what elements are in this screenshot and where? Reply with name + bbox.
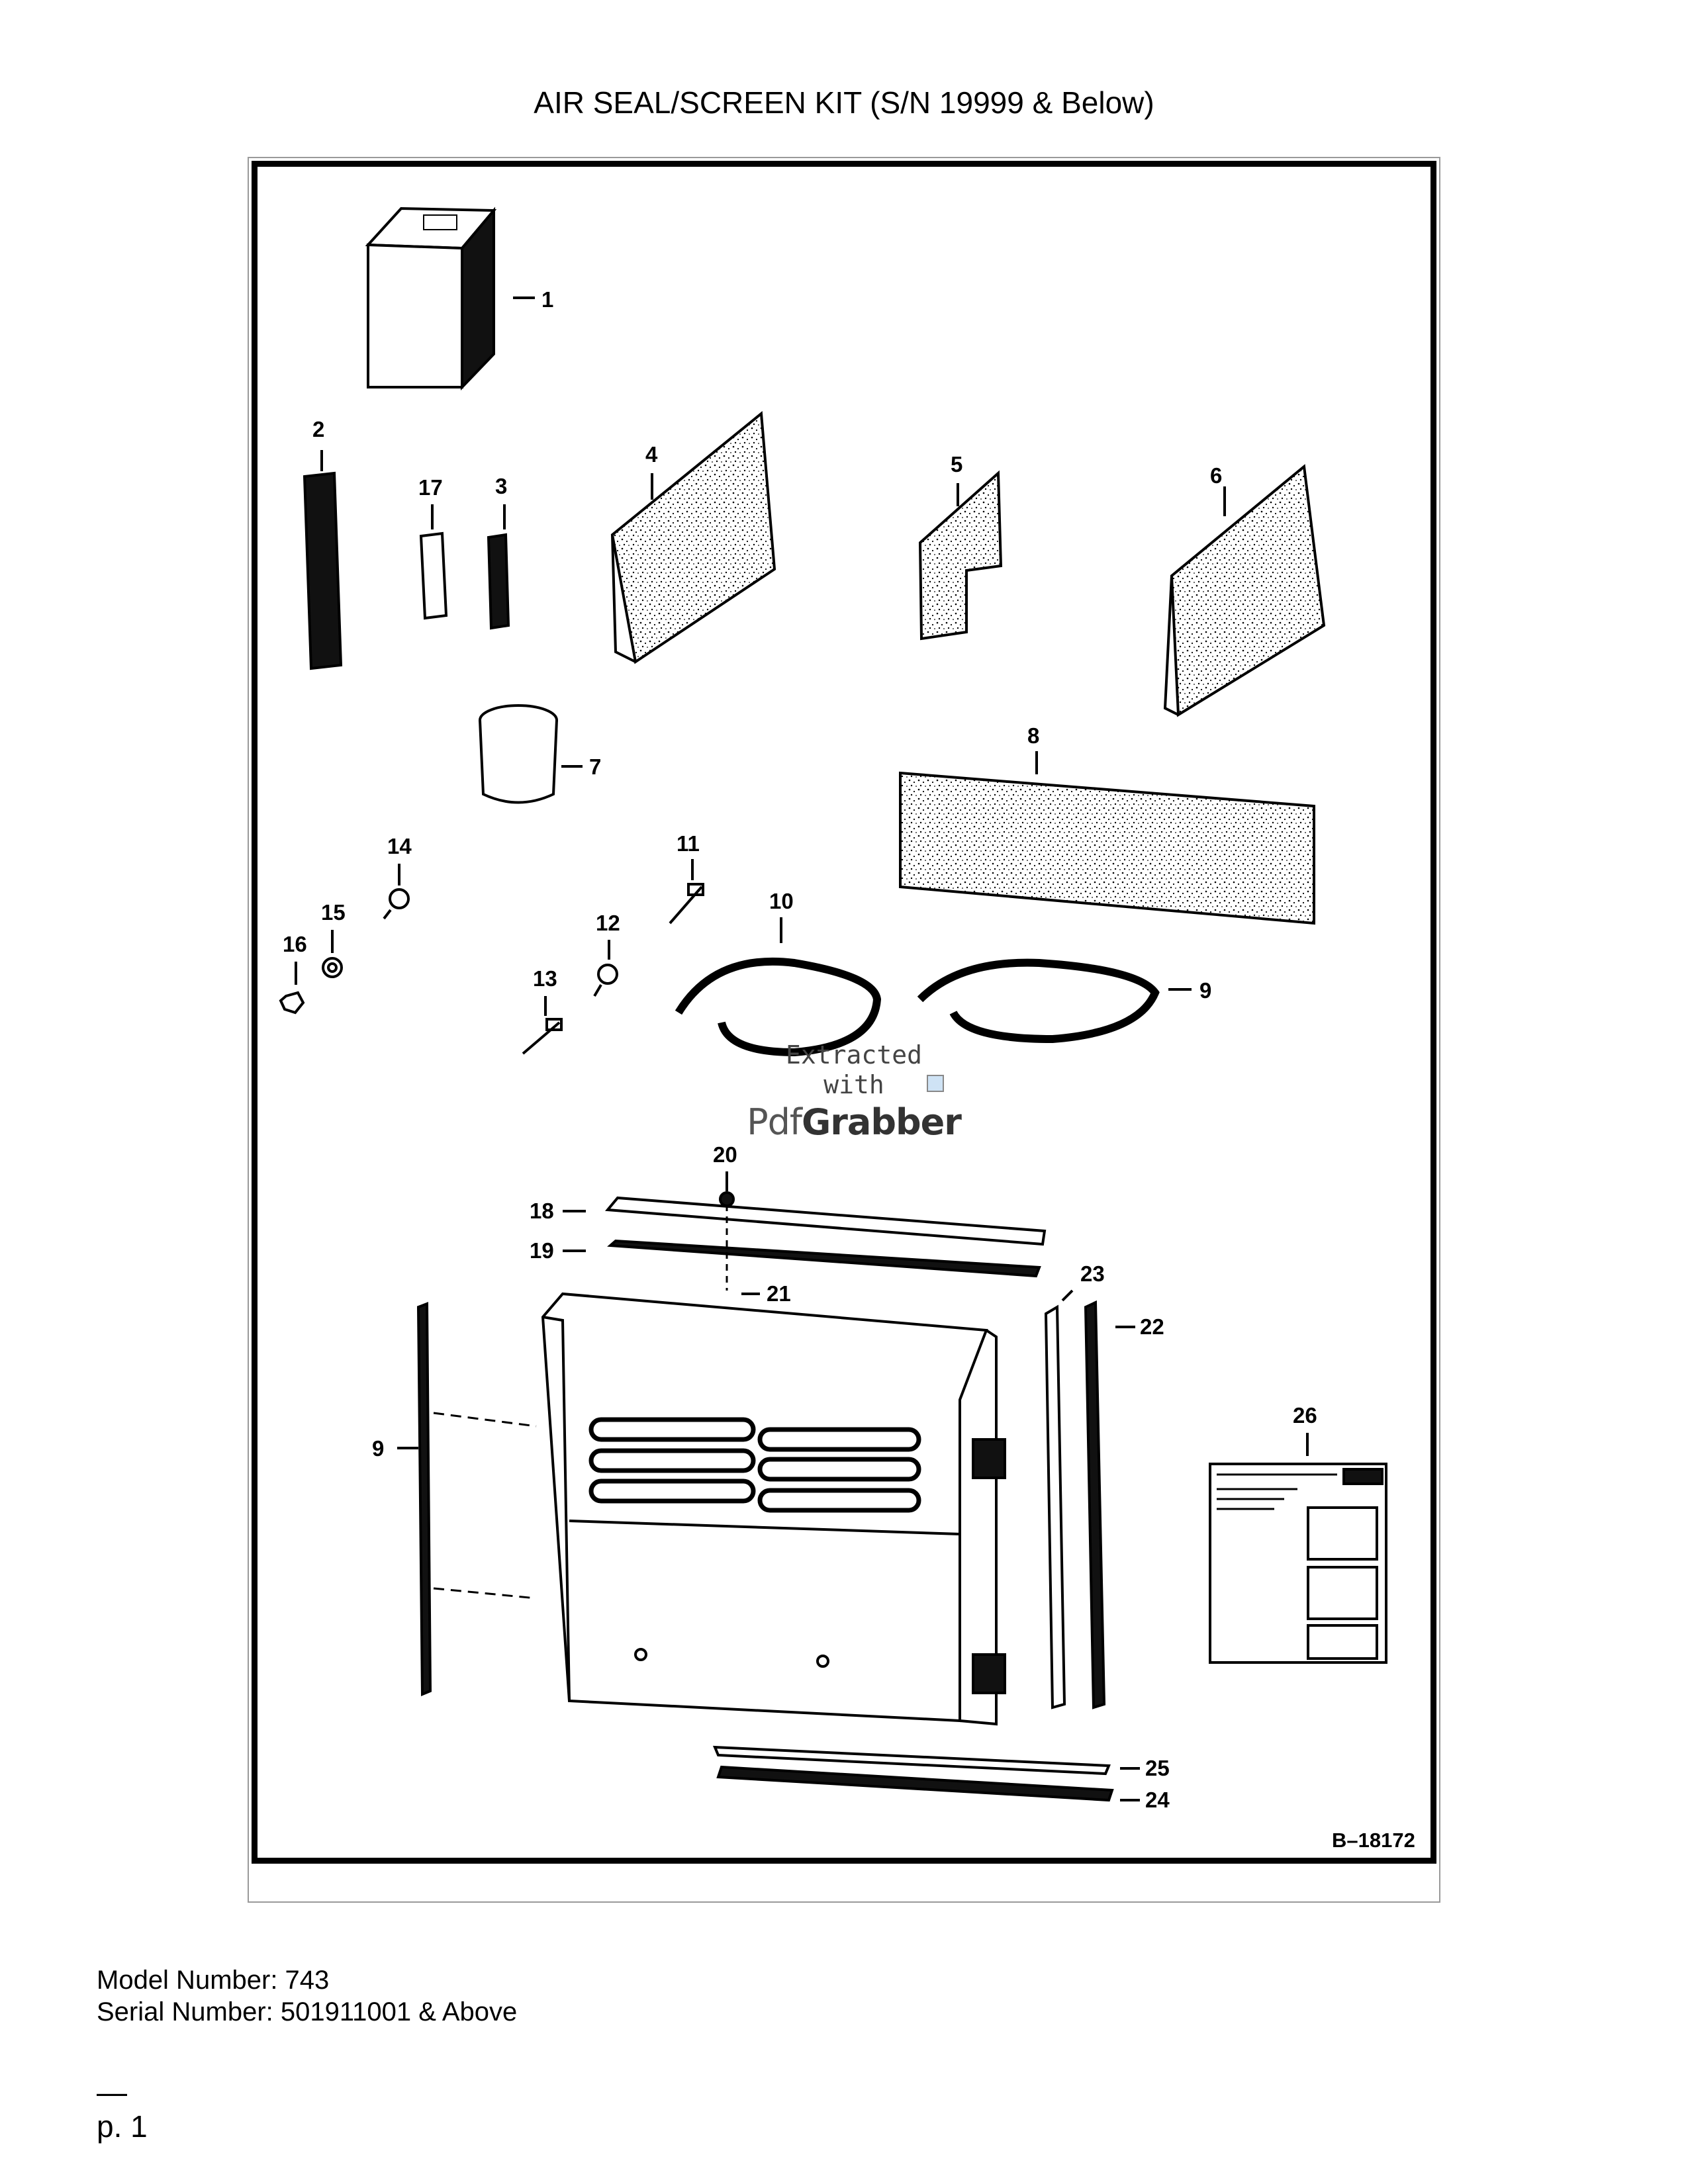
watermark-icon xyxy=(927,1075,944,1092)
fastener-15 xyxy=(322,957,343,978)
callout-16: 16 xyxy=(283,932,307,956)
callout-7: 7 xyxy=(589,754,602,779)
callout-23: 23 xyxy=(1080,1261,1105,1286)
callout-17: 17 xyxy=(418,475,443,500)
callout-18: 18 xyxy=(530,1199,554,1223)
callout-20: 20 xyxy=(713,1142,737,1167)
callout-4: 4 xyxy=(645,442,658,467)
callout-14: 14 xyxy=(387,834,412,858)
part-22-seal-strip xyxy=(1084,1300,1106,1709)
callout-9: 9 xyxy=(1199,978,1212,1003)
model-number: Model Number: 743 xyxy=(97,1966,330,1995)
callout-3: 3 xyxy=(495,474,508,498)
callout-1: 1 xyxy=(541,287,554,312)
watermark-line1: Extracted xyxy=(786,1040,922,1069)
part-9-side-strip xyxy=(416,1302,432,1696)
fastener-13 xyxy=(522,1018,563,1055)
callout-21: 21 xyxy=(767,1281,791,1306)
part-3-small-strip xyxy=(487,533,510,630)
part-18-top-bracket xyxy=(604,1196,1047,1246)
watermark-brand-b: Grabber xyxy=(801,1101,962,1143)
part-20-nut xyxy=(719,1191,735,1207)
callout-8: 8 xyxy=(1027,723,1040,748)
callout-26: 26 xyxy=(1293,1403,1317,1428)
part-5-air-seal xyxy=(918,470,1003,641)
callout-22: 22 xyxy=(1140,1314,1164,1339)
callout-12: 12 xyxy=(596,911,620,935)
main-screen-assembly xyxy=(541,1292,1006,1726)
callout-5: 5 xyxy=(951,452,963,477)
part-24-seal-strip xyxy=(716,1765,1114,1802)
page-number: p. 1 xyxy=(97,2109,148,2144)
watermark-brand: PdfGrabber xyxy=(735,1101,973,1143)
watermark-brand-a: Pdf xyxy=(747,1101,802,1143)
callout-11: 11 xyxy=(677,831,700,856)
part-6-air-seal xyxy=(1170,464,1326,717)
callout-19: 19 xyxy=(530,1238,554,1263)
part-25-bottom-bracket xyxy=(712,1745,1111,1776)
serial-number: Serial Number: 501911001 & Above xyxy=(97,1997,518,2026)
part-26-instruction-sheet xyxy=(1209,1463,1387,1664)
diagram-frame-outer xyxy=(248,157,1440,1903)
callout-25: 25 xyxy=(1145,1756,1170,1780)
model-info: Model Number: 743 Serial Number: 5019110… xyxy=(97,1964,517,2028)
watermark-line2: with xyxy=(823,1069,884,1099)
figure-id: B–18172 xyxy=(1332,1829,1415,1852)
part-4-air-seal xyxy=(610,411,776,664)
part-1-kit-box xyxy=(365,206,497,390)
part-8-screen-panel xyxy=(899,771,1315,925)
callout-2: 2 xyxy=(312,417,325,441)
callout-10: 10 xyxy=(769,889,794,913)
callout-9-side: 9 xyxy=(372,1436,385,1461)
pdfgrabber-watermark: Extracted with PdfGrabber xyxy=(735,1040,973,1143)
page-footer: — p. 1 xyxy=(97,2075,148,2144)
fastener-12 xyxy=(593,964,618,997)
part-23-strap xyxy=(1044,1304,1066,1709)
fastener-11 xyxy=(669,883,704,925)
page-title: AIR SEAL/SCREEN KIT (S/N 19999 & Below) xyxy=(534,85,1154,120)
part-19-seal-strip xyxy=(607,1239,1041,1278)
part-7-sleeve xyxy=(479,704,558,804)
part-9-seal-coil xyxy=(917,958,1160,1044)
page-rule: — xyxy=(97,2075,127,2109)
callout-6: 6 xyxy=(1210,463,1223,488)
callout-24: 24 xyxy=(1145,1788,1170,1812)
callout-13: 13 xyxy=(533,966,557,991)
part-2-seal-strip xyxy=(303,471,343,670)
fastener-16 xyxy=(279,991,305,1015)
part-10-seal-coil xyxy=(675,957,882,1057)
callout-15: 15 xyxy=(321,900,346,925)
fastener-14 xyxy=(383,888,410,920)
part-17-plate xyxy=(419,531,448,620)
